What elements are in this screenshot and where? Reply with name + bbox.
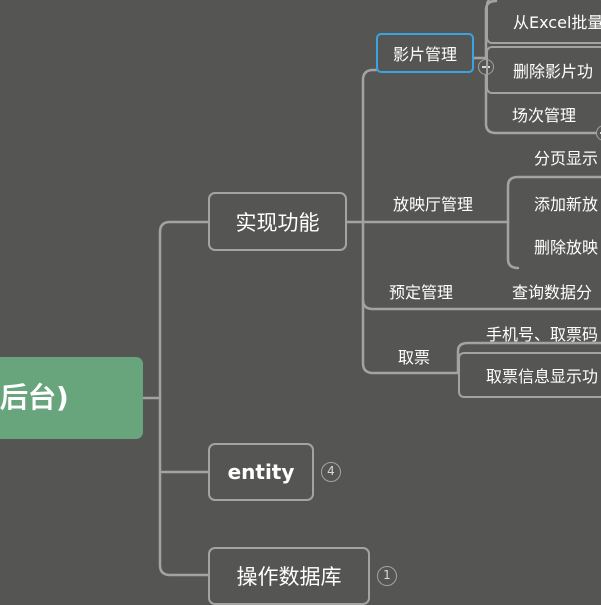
- list-item[interactable]: 查询数据分: [512, 281, 601, 305]
- list-item-label: 手机号、取票码: [486, 325, 599, 344]
- ticket-label: 取票: [398, 348, 431, 367]
- list-item[interactable]: 场次管理: [512, 104, 601, 128]
- list-item-label: 场次管理: [512, 106, 577, 125]
- root-node[interactable]: 后台): [0, 357, 143, 439]
- entity-node[interactable]: entity: [208, 443, 314, 501]
- list-item-label: 查询数据分: [512, 283, 593, 302]
- list-item[interactable]: 添加新放: [534, 193, 601, 217]
- features-node[interactable]: 实现功能: [208, 192, 347, 251]
- list-item[interactable]: 从Excel批量: [486, 0, 601, 44]
- hall-mgmt-node[interactable]: 放映厅管理: [393, 193, 503, 217]
- entity-label: entity: [227, 460, 295, 484]
- list-item-label: 删除放映: [534, 238, 599, 257]
- list-item-label: 分页显示: [534, 149, 599, 168]
- list-item-label: 添加新放: [534, 195, 599, 214]
- hall-mgmt-label: 放映厅管理: [393, 195, 474, 214]
- list-item[interactable]: 删除放映: [534, 236, 601, 260]
- list-item-label: 从Excel批量: [513, 13, 601, 32]
- list-item-label: 删除影片功: [513, 62, 594, 81]
- booking-mgmt-node[interactable]: 预定管理: [389, 281, 479, 305]
- list-item[interactable]: 分页显示: [534, 147, 601, 171]
- database-count-badge[interactable]: 1: [377, 566, 397, 586]
- ticket-node[interactable]: 取票: [398, 346, 458, 370]
- film-mgmt-label: 影片管理: [392, 45, 457, 64]
- list-item-label: 取票信息显示功: [486, 367, 599, 386]
- list-item[interactable]: 取票信息显示功: [458, 352, 601, 398]
- entity-count-badge[interactable]: 4: [321, 462, 341, 482]
- booking-mgmt-label: 预定管理: [389, 283, 454, 302]
- database-node[interactable]: 操作数据库: [208, 547, 370, 605]
- features-label: 实现功能: [235, 210, 320, 235]
- list-item[interactable]: 删除影片功: [486, 46, 601, 94]
- database-label: 操作数据库: [236, 565, 342, 589]
- list-item[interactable]: 手机号、取票码: [486, 323, 601, 347]
- root-label: 后台): [0, 381, 69, 414]
- film-mgmt-node[interactable]: 影片管理: [376, 33, 474, 73]
